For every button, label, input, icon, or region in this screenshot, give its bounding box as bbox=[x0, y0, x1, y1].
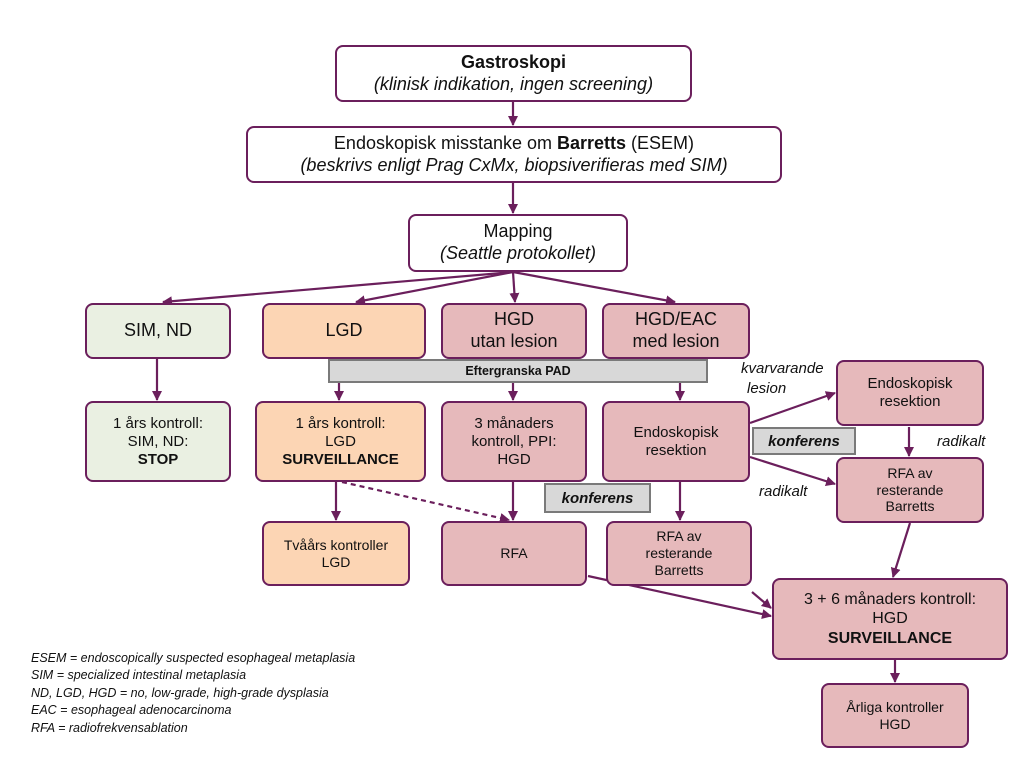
endo-right-line2: resektion bbox=[879, 393, 941, 410]
hgd-eac-line2: med lesion bbox=[632, 331, 720, 351]
rfa-box: RFA bbox=[441, 521, 587, 586]
radikalt-label-top: radikalt bbox=[937, 433, 986, 450]
gastroskopi-title: Gastroskopi bbox=[460, 51, 567, 72]
rfa-right-line3: Barretts bbox=[885, 498, 935, 515]
hgd-eac-box: HGD/EAC med lesion bbox=[602, 303, 750, 359]
esem-title: Endoskopisk misstanke om Barretts (ESEM) bbox=[334, 133, 694, 155]
legend-eac: EAC = esophageal adenocarcinoma bbox=[31, 703, 232, 718]
hgd-utan-lesion-box: HGD utan lesion bbox=[441, 303, 587, 359]
tre-sex-line1: 3 + 6 månaders kontroll: bbox=[803, 591, 977, 609]
tvaars-line1: Tvåårs kontroller bbox=[283, 536, 389, 553]
eftergranska-pad-bar: Eftergranska PAD bbox=[328, 359, 708, 383]
ettars-sim-line3: STOP bbox=[137, 450, 179, 468]
konferens-right-bar: konferens bbox=[752, 427, 856, 455]
kvarvarande-label-line2: lesion bbox=[747, 380, 787, 397]
konferens-mid-bar: konferens bbox=[544, 483, 651, 513]
lgd-box: LGD bbox=[262, 303, 426, 359]
endoskopisk-resektion-right-box: Endoskopisk resektion bbox=[836, 360, 984, 426]
arrow-mapping-to-hgd-utan bbox=[509, 271, 520, 303]
esem-title-pre: Endoskopisk misstanke om bbox=[333, 132, 558, 153]
mapping-box: Mapping (Seattle protokollet) bbox=[408, 214, 628, 272]
arrow-mapping-to-hgd-eac bbox=[512, 270, 676, 306]
ettars-sim-line2: SIM, ND: bbox=[127, 432, 189, 450]
ettars-kontroll-lgd-box: 1 års kontroll: LGD SURVEILLANCE bbox=[255, 401, 426, 482]
arliga-line2: HGD bbox=[879, 715, 911, 732]
rfa-text: RFA bbox=[500, 545, 528, 562]
ettars-sim-line1: 1 års kontroll: bbox=[112, 414, 204, 432]
ettars-kontroll-sim-box: 1 års kontroll: SIM, ND: STOP bbox=[85, 401, 231, 482]
abbreviation-legend: ESEM = endoscopically suspected esophage… bbox=[31, 650, 355, 737]
hgd-utan-line2: utan lesion bbox=[470, 331, 558, 351]
tremanaders-line3: HGD bbox=[497, 450, 531, 468]
arrow-rfa-right-to-3plus6 bbox=[890, 522, 912, 578]
tvaars-line2: LGD bbox=[321, 553, 351, 570]
rfa-right-line1: RFA av bbox=[887, 464, 933, 481]
arliga-line1: Årliga kontroller bbox=[846, 698, 944, 715]
rfa-resterande-right-box: RFA av resterande Barretts bbox=[836, 457, 984, 523]
endo-right-line1: Endoskopisk bbox=[867, 375, 953, 392]
esem-sub: (beskrivs enligt Prag CxMx, biopsiverifi… bbox=[300, 154, 728, 175]
tre-plus-sex-kontroll-box: 3 + 6 månaders kontroll: HGD SURVEILLANC… bbox=[772, 578, 1008, 660]
tremanaders-line1: 3 månaders bbox=[474, 414, 554, 432]
arrow-resektion-to-endo-right bbox=[749, 391, 836, 425]
radikalt-label-bottom: radikalt bbox=[759, 483, 808, 500]
tre-sex-line2: HGD bbox=[872, 610, 908, 628]
legend-dysplasia: ND, LGD, HGD = no, low-grade, high-grade… bbox=[31, 685, 329, 700]
tremanaders-line2: kontroll, PPI: bbox=[471, 432, 557, 450]
rfa-right-line2: resterande bbox=[876, 481, 944, 498]
ettars-lgd-line2: LGD bbox=[325, 432, 356, 450]
kvarvarande-label-line1: kvarvarande bbox=[741, 360, 824, 377]
legend-sim: SIM = specialized intestinal metaplasia bbox=[31, 668, 247, 683]
rfa-resterande-mid-box: RFA av resterande Barretts bbox=[606, 521, 752, 586]
arrow-mapping-to-lgd bbox=[355, 270, 514, 306]
tre-sex-line3: SURVEILLANCE bbox=[827, 629, 953, 647]
arrow-mapping-to-sim-nd bbox=[162, 270, 514, 307]
esem-box: Endoskopisk misstanke om Barretts (ESEM)… bbox=[246, 126, 782, 183]
ettars-lgd-line1: 1 års kontroll: bbox=[295, 414, 386, 432]
lgd-text: LGD bbox=[325, 320, 363, 341]
eftergranska-pad-text: Eftergranska PAD bbox=[465, 364, 571, 378]
tre-manaders-kontroll-box: 3 månaders kontroll, PPI: HGD bbox=[441, 401, 587, 482]
konferens-mid-text: konferens bbox=[561, 489, 634, 507]
sim-nd-text: SIM, ND bbox=[123, 320, 192, 341]
konferens-right-text: konferens bbox=[768, 432, 840, 450]
rfa-mid-line2: resterande bbox=[645, 545, 713, 562]
legend-rfa: RFA = radiofrekvensablation bbox=[31, 720, 188, 735]
gastroskopi-box: Gastroskopi (klinisk indikation, ingen s… bbox=[335, 45, 692, 102]
arrow-rfa-mid-to-3plus6 bbox=[751, 591, 772, 609]
ettars-lgd-line3: SURVEILLANCE bbox=[282, 450, 399, 468]
esem-title-post: (ESEM) bbox=[626, 132, 695, 153]
arliga-kontroller-box: Årliga kontroller HGD bbox=[821, 683, 969, 748]
gastroskopi-sub: (klinisk indikation, ingen screening) bbox=[373, 73, 654, 94]
hgd-utan-line1: HGD bbox=[494, 309, 534, 330]
endoskopisk-resektion-mid-box: Endoskopisk resektion bbox=[602, 401, 750, 482]
arrow-lgd-control-to-rfa-dashed bbox=[341, 480, 510, 523]
hgd-eac-line1: HGD/EAC bbox=[634, 309, 717, 330]
mapping-sub: (Seattle protokollet) bbox=[439, 243, 597, 263]
tvaars-kontroller-box: Tvåårs kontroller LGD bbox=[262, 521, 410, 586]
rfa-mid-line3: Barretts bbox=[654, 561, 704, 578]
endo-mid-line1: Endoskopisk bbox=[633, 423, 719, 441]
sim-nd-box: SIM, ND bbox=[85, 303, 231, 359]
mapping-title: Mapping bbox=[483, 221, 553, 242]
rfa-mid-line1: RFA av bbox=[656, 528, 702, 545]
esem-title-bold: Barretts bbox=[557, 132, 627, 153]
endo-mid-line2: resektion bbox=[645, 441, 707, 459]
arrow-resektion-to-rfa-right bbox=[749, 455, 836, 487]
legend-esem: ESEM = endoscopically suspected esophage… bbox=[31, 651, 356, 665]
